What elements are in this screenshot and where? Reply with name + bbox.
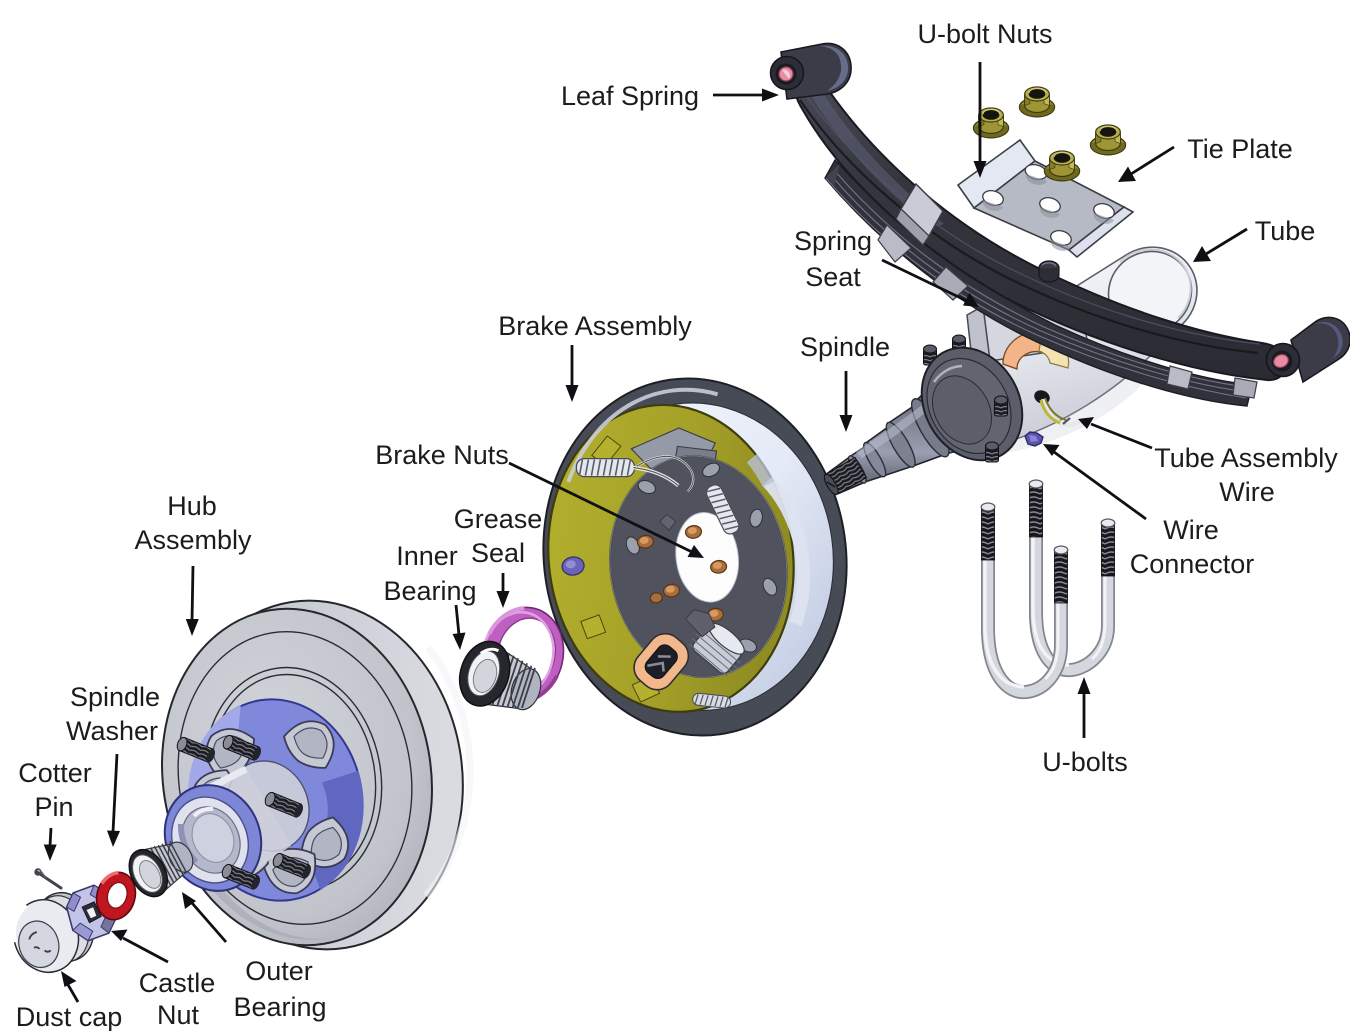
svg-text:Bearing: Bearing xyxy=(383,576,476,606)
svg-text:Spindle: Spindle xyxy=(70,682,160,712)
svg-text:Tie Plate: Tie Plate xyxy=(1187,134,1293,164)
svg-text:Brake Assembly: Brake Assembly xyxy=(498,311,692,341)
svg-text:Spindle: Spindle xyxy=(800,332,890,362)
svg-text:Castle: Castle xyxy=(139,968,216,998)
svg-text:Wire: Wire xyxy=(1219,477,1275,507)
svg-text:Leaf Spring: Leaf Spring xyxy=(561,81,699,111)
svg-text:Seal: Seal xyxy=(471,538,525,568)
svg-text:Dust cap: Dust cap xyxy=(16,1002,123,1031)
svg-text:Nut: Nut xyxy=(157,1000,200,1030)
svg-text:Cotter: Cotter xyxy=(18,758,92,788)
svg-text:Washer: Washer xyxy=(66,716,158,746)
svg-text:Tube Assembly: Tube Assembly xyxy=(1154,443,1338,473)
svg-text:Tube: Tube xyxy=(1255,216,1316,246)
svg-text:Inner: Inner xyxy=(396,541,458,571)
svg-text:Spring: Spring xyxy=(794,226,872,256)
svg-text:Bearing: Bearing xyxy=(233,992,326,1022)
svg-text:Brake Nuts: Brake Nuts xyxy=(375,440,509,470)
svg-text:Grease: Grease xyxy=(454,504,543,534)
svg-text:U-bolts: U-bolts xyxy=(1042,747,1128,777)
svg-text:Wire: Wire xyxy=(1163,515,1219,545)
svg-text:Hub: Hub xyxy=(167,491,217,521)
svg-text:Assembly: Assembly xyxy=(134,525,252,555)
svg-text:Connector: Connector xyxy=(1130,549,1255,579)
svg-text:U-bolt Nuts: U-bolt Nuts xyxy=(917,19,1052,49)
svg-text:Seat: Seat xyxy=(805,262,861,292)
svg-text:Outer: Outer xyxy=(245,956,313,986)
svg-text:Pin: Pin xyxy=(34,792,73,822)
